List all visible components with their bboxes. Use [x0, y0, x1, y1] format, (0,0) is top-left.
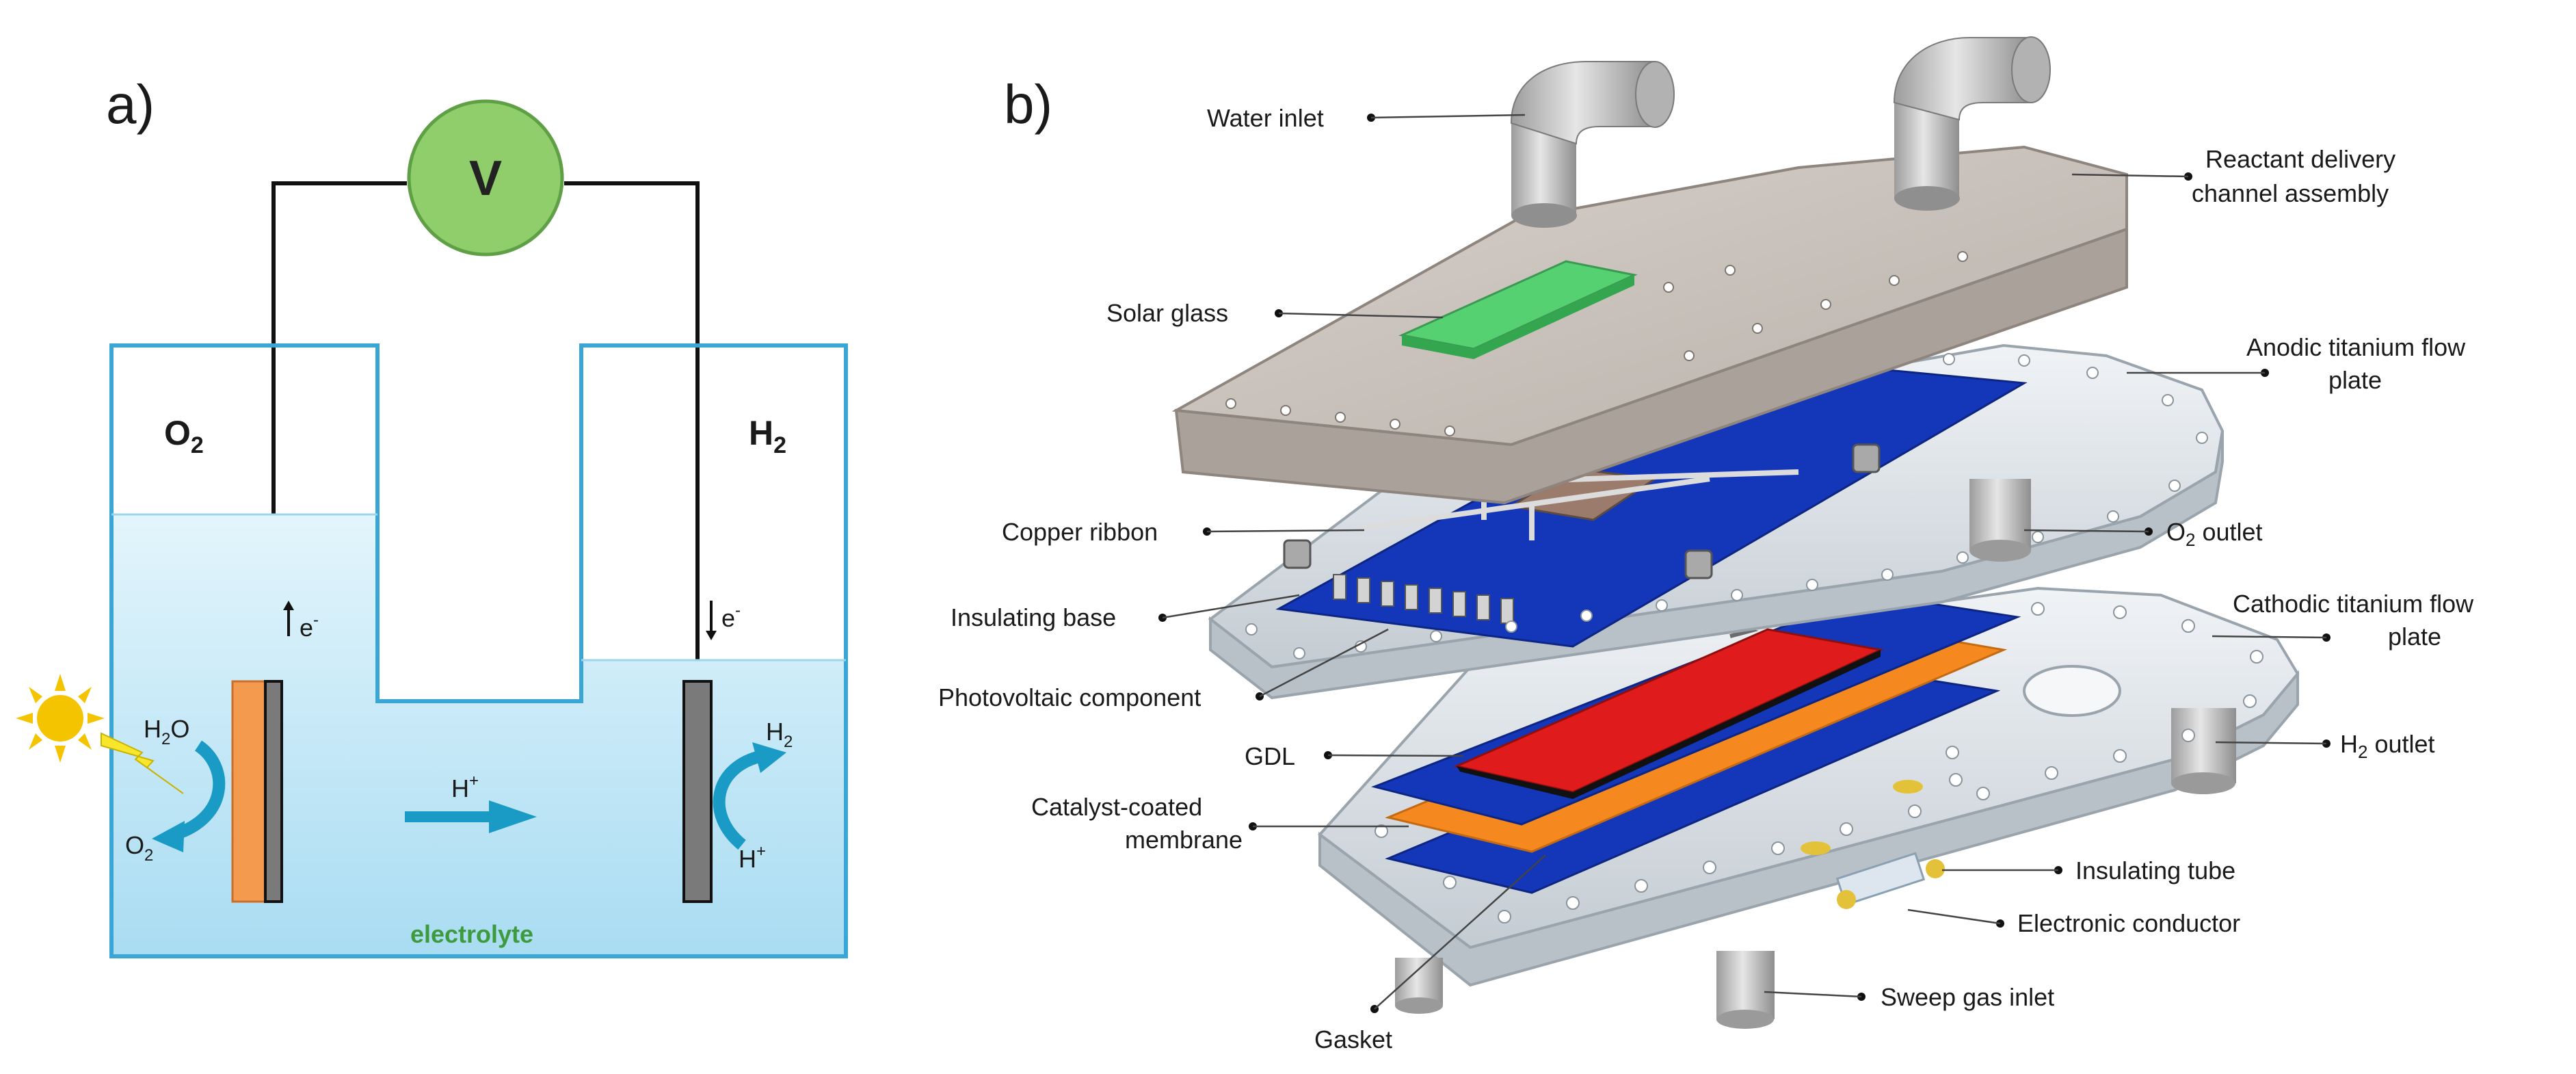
label-ccm-line1: Catalyst-coated	[1031, 793, 1202, 821]
wire-right	[564, 181, 700, 684]
photoanode	[231, 680, 267, 903]
panel-a-letter: a)	[106, 74, 155, 135]
leader-electronic-conductor	[1907, 908, 2001, 925]
leader-gasket	[1374, 854, 1546, 1010]
label-copper-ribbon: Copper ribbon	[1002, 518, 1158, 546]
label-h2-outlet: H2 outlet	[2340, 730, 2435, 762]
leader-photovoltaic	[1259, 628, 1389, 698]
leader-reactant	[2071, 173, 2189, 178]
electron-right-label: e-	[721, 601, 741, 632]
leader-h2-outlet	[2215, 741, 2327, 745]
proton-arrow-head	[489, 800, 537, 833]
electron-arrow-left-head	[283, 601, 294, 610]
label-solar-glass: Solar glass	[1106, 299, 1228, 327]
leader-solar-glass	[1278, 312, 1444, 319]
proton-arrow	[405, 811, 494, 822]
label-anodic-line2: plate	[2328, 366, 2382, 394]
label-o2-outlet: O2 outlet	[2166, 518, 2263, 550]
label-insulating-tube: Insulating tube	[2075, 856, 2235, 885]
label-cathodic-line2: plate	[2388, 623, 2441, 651]
leader-cathodic	[2212, 635, 2327, 639]
outlet-pipe-top	[1893, 36, 2051, 211]
voltmeter-label: V	[469, 151, 502, 206]
h2-out-label: H2	[766, 718, 793, 751]
water-inlet-pipe	[1510, 61, 1675, 228]
panel-b: b)	[938, 36, 2474, 1053]
leader-copper	[1206, 529, 1365, 533]
hplus-right-label: H+	[739, 842, 766, 873]
sun-icon	[16, 674, 105, 763]
reactant-plate	[1171, 36, 2128, 505]
left-electrode	[264, 680, 283, 903]
right-electrode	[682, 680, 713, 903]
label-electronic-conductor: Electronic conductor	[2017, 909, 2240, 937]
o2-gas-label: O2	[164, 414, 204, 458]
voltmeter	[407, 99, 564, 257]
leader-sweep-gas	[1764, 991, 1862, 998]
electrolyte-label: electrolyte	[410, 920, 533, 948]
label-reactant-line2: channel assembly	[2192, 179, 2389, 207]
label-water-inlet: Water inlet	[1207, 104, 1324, 132]
label-insulating-base: Insulating base	[951, 603, 1116, 631]
label-gasket: Gasket	[1314, 1025, 1392, 1053]
label-sweep-gas-inlet: Sweep gas inlet	[1881, 983, 2054, 1011]
leader-water-inlet	[1370, 114, 1526, 119]
hplus-mid-label: H+	[451, 772, 479, 802]
electron-arrow-right-head	[706, 631, 717, 640]
oxidation-arrow	[172, 740, 226, 841]
label-photovoltaic: Photovoltaic component	[938, 683, 1201, 711]
label-gdl: GDL	[1245, 742, 1295, 770]
leader-gdl	[1327, 754, 1464, 757]
label-anodic-line1: Anodic titanium flow	[2246, 333, 2466, 361]
electrolyte	[111, 514, 846, 956]
panel-b-letter: b)	[1004, 74, 1052, 135]
label-cathodic-line1: Cathodic titanium flow	[2233, 590, 2474, 618]
lightning-icon	[101, 732, 184, 794]
h2o-label: H2O	[144, 715, 189, 748]
label-ccm-line2: membrane	[1125, 826, 1243, 854]
tank-outline	[109, 343, 848, 958]
leader-o2-outlet	[2023, 529, 2149, 533]
h2-gas-label: H2	[749, 414, 786, 458]
reduction-arrow	[713, 750, 765, 850]
leader-insulating-base	[1162, 594, 1300, 619]
panel-a: a) V O2 H2 e- e-	[16, 74, 848, 958]
oxidation-arrow-head	[152, 821, 185, 852]
electron-left-label: e-	[300, 611, 319, 642]
o2-out-label: O2	[125, 831, 153, 865]
label-reactant-line1: Reactant delivery	[2205, 145, 2395, 173]
reduction-arrow-head	[752, 742, 786, 773]
